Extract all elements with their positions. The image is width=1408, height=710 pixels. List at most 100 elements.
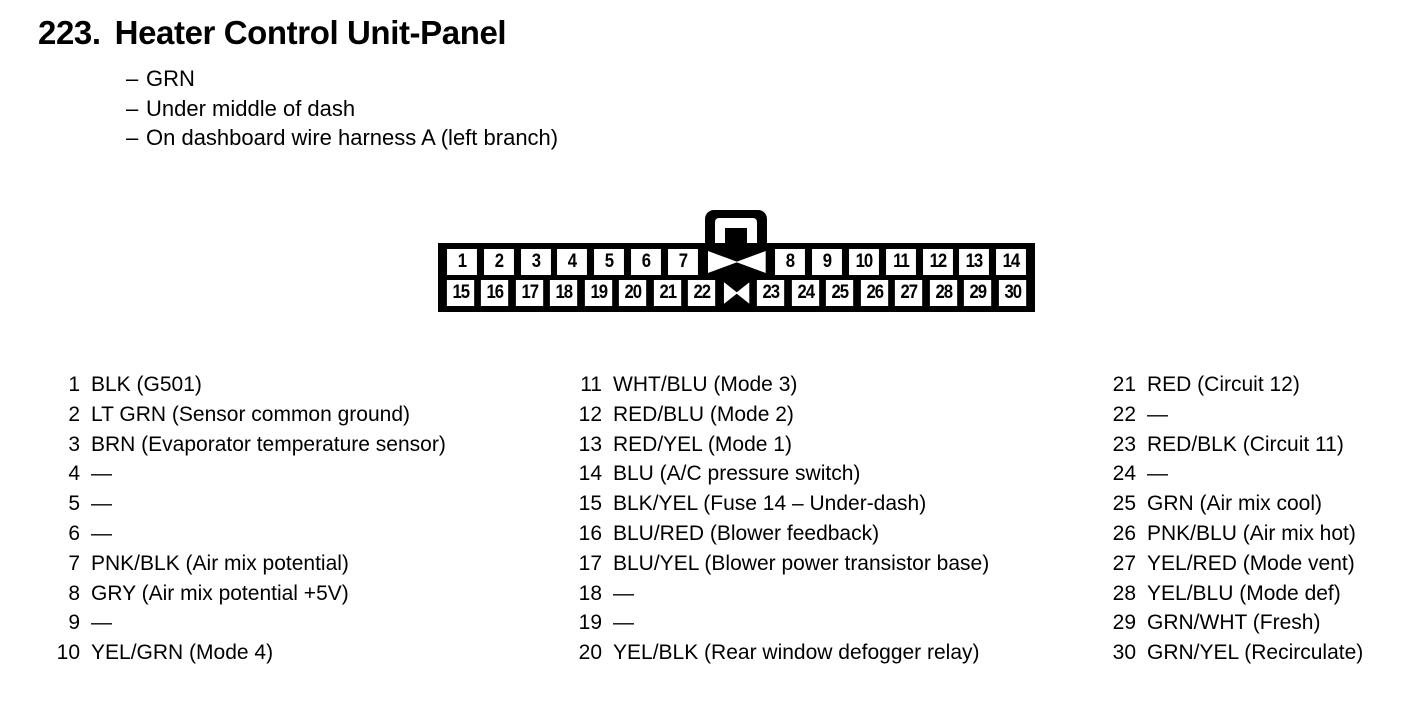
pin-legend-number: 29	[1112, 611, 1136, 635]
pin-legend-description: PNK/BLU (Air mix hot)	[1147, 521, 1356, 545]
connector-pin-20: 20	[619, 280, 647, 306]
pin-legend-row: 5—	[50, 489, 446, 519]
blank-cell-triangle-left	[707, 251, 738, 273]
pin-legend-number: 22	[1112, 402, 1136, 426]
pin-legend-number: 25	[1112, 492, 1136, 516]
pin-legend-row: 15 BLK/YEL (Fuse 14 – Under-dash)	[572, 489, 989, 519]
connector-pin-18: 18	[550, 280, 578, 306]
pin-legend-description: RED/BLK (Circuit 11)	[1147, 432, 1344, 456]
pin-legend-row: 18—	[572, 579, 989, 609]
pin-legend-number: 20	[578, 641, 602, 665]
connector-note-text: Under middle of dash	[146, 95, 356, 121]
pin-legend-number: 15	[578, 492, 602, 516]
pin-legend-description: WHT/BLU (Mode 3)	[613, 373, 798, 396]
connector-note-text: GRN	[146, 66, 195, 91]
connector-blank-cell	[722, 280, 751, 306]
connector-pin-5: 5	[594, 249, 625, 275]
pin-legend-description: RED/YEL (Mode 1)	[613, 432, 792, 456]
pin-legend-description: —	[613, 581, 634, 605]
pin-legend-number: 27	[1112, 551, 1136, 575]
pin-legend-number: 8	[68, 581, 80, 605]
pin-legend-row: 30 GRN/YEL (Recirculate)	[1106, 638, 1364, 668]
pin-legend-description: BLK/YEL (Fuse 14 – Under-dash)	[613, 492, 927, 516]
pin-legend-row: 19—	[572, 608, 989, 638]
pin-legend-description: GRN/YEL (Recirculate)	[1147, 641, 1364, 665]
connector-pin-30: 30	[998, 280, 1027, 306]
pin-legend-description: —	[91, 462, 112, 486]
pin-legend-row: 4—	[50, 459, 446, 489]
page-title-text: Heater Control Unit-Panel	[114, 14, 507, 51]
connector-pin-17: 17	[515, 280, 544, 306]
connector-pin-2: 2	[483, 249, 514, 275]
pin-legend-description: —	[1147, 402, 1168, 426]
connector-pin-24: 24	[791, 280, 820, 306]
pin-legend-number: 6	[68, 521, 80, 545]
pin-legend-number: 1	[68, 373, 80, 396]
pin-legend-description: BLK (G501)	[91, 373, 202, 396]
pin-legend-number: 21	[1112, 373, 1136, 396]
pin-legend-row: 25 GRN (Air mix cool)	[1106, 489, 1363, 519]
pin-legend-number: 28	[1112, 581, 1136, 605]
pin-legend-row: 24—	[1106, 459, 1363, 489]
pin-legend-description: —	[613, 611, 634, 635]
connector-pin-7: 7	[667, 249, 698, 275]
connector-pin-29: 29	[963, 280, 992, 306]
pin-legend-row: 17 BLU/YEL (Blower power transistor base)	[572, 549, 990, 579]
connector-pin-13: 13	[959, 249, 990, 275]
connector-note-2: –Under middle of dash	[126, 94, 558, 124]
pin-legend-description: GRN (Air mix cool)	[1147, 492, 1323, 516]
pin-legend-number: 2	[68, 402, 80, 426]
pin-legend-number: 14	[578, 462, 602, 486]
connector-pin-25: 25	[826, 280, 854, 306]
pin-legend-description: BRN (Evaporator temperature sensor)	[91, 432, 446, 456]
connector-pin-14: 14	[996, 249, 1026, 275]
pin-legend-description: PNK/BLK (Air mix potential)	[91, 551, 349, 575]
pin-legend-description: —	[91, 611, 112, 635]
pin-legend-row: 26 PNK/BLU (Air mix hot)	[1106, 519, 1363, 549]
pin-legend-description: RED/BLU (Mode 2)	[613, 402, 794, 426]
pin-legend-number: 30	[1112, 641, 1136, 665]
pin-legend-number: 17	[578, 551, 602, 575]
pin-legend-number: 10	[56, 641, 80, 665]
blank-cell-triangle-right	[735, 282, 750, 304]
pin-legend-row: 27 YEL/RED (Mode vent)	[1106, 549, 1363, 579]
pin-legend-description: BLU/RED (Blower feedback)	[613, 521, 880, 545]
bullet-dash-icon: –	[126, 125, 139, 150]
pin-legend-description: —	[1147, 462, 1168, 486]
pin-legend-row: 23 RED/BLK (Circuit 11)	[1106, 430, 1363, 460]
pin-legend-row: 12 RED/BLU (Mode 2)	[572, 400, 989, 430]
connector-pin-8: 8	[775, 249, 806, 275]
pin-legend-row: 7 PNK/BLK (Air mix potential)	[50, 549, 446, 579]
bullet-dash-icon: –	[126, 66, 139, 91]
connector-pin-15: 15	[446, 280, 475, 306]
pin-legend-description: YEL/RED (Mode vent)	[1147, 551, 1355, 575]
pin-legend-number: 26	[1112, 521, 1136, 545]
connector-note-text: On dashboard wire harness A (left branch…	[146, 125, 559, 150]
connector-pin-6: 6	[631, 249, 661, 275]
pin-legend-description: BLU/YEL (Blower power transistor base)	[613, 551, 990, 575]
connector-pin-23: 23	[757, 280, 785, 306]
connector-pin-9: 9	[812, 249, 842, 275]
connector-note-1: –GRN	[126, 64, 558, 94]
connector-pin-1: 1	[447, 249, 477, 275]
pin-legend-number: 23	[1112, 432, 1136, 456]
pin-legend-number: 3	[68, 432, 80, 456]
pin-legend-number: 7	[68, 551, 80, 575]
connector-pin-21: 21	[653, 280, 682, 306]
pin-legend-number: 12	[578, 402, 602, 426]
pin-legend-row: 6—	[50, 519, 446, 549]
connector-pin-11: 11	[885, 249, 916, 275]
connector-notes-list: –GRN–Under middle of dash–On dashboard w…	[126, 64, 558, 153]
pin-legend-row: 22 —	[1106, 400, 1363, 430]
